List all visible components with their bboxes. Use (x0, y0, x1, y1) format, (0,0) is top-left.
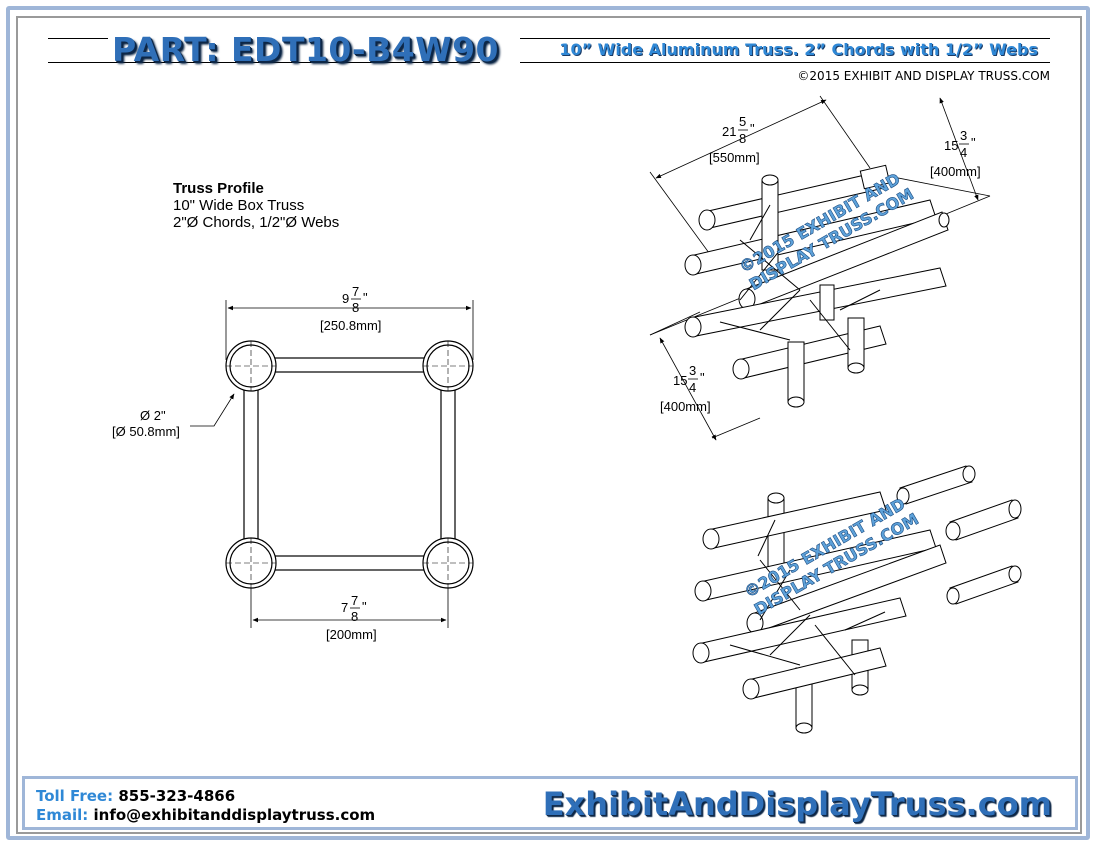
bottom-dim-den: 8 (351, 609, 358, 624)
truss-profile-text: Truss Profile 10" Wide Box Truss 2"Ø Cho… (173, 180, 339, 231)
iso-exploded-chords (692, 491, 947, 700)
profile-web-top (249, 357, 449, 373)
iso-dim-a-whole: 21 (722, 124, 736, 139)
header-rule-left (48, 38, 108, 39)
profile-chord-bl (225, 537, 277, 589)
iso-dim-b-mm: [400mm] (930, 164, 981, 179)
bottom-dim-num: 7 (351, 593, 358, 608)
footer-website-link[interactable]: ExhibitAndDisplayTruss.com (542, 785, 1052, 823)
iso-dim-b-inch: " (971, 135, 976, 150)
iso-dim-a-mm: [550mm] (709, 150, 760, 165)
iso-assembled-drawing (649, 95, 991, 441)
chord-diameter-mm: [Ø 50.8mm] (112, 424, 180, 439)
header-rule-left-lower (48, 62, 480, 63)
copyright-notice: ©2015 EXHIBIT AND DISPLAY TRUSS.COM (797, 69, 1050, 83)
truss-profile-line2: 2"Ø Chords, 1/2"Ø Webs (173, 214, 340, 231)
iso-dim-c-inch: " (700, 370, 705, 385)
truss-profile-line1: 10" Wide Box Truss (173, 197, 305, 214)
iso-exploded-spigot-middle (945, 499, 1022, 541)
header-rule-right-lower (520, 62, 1050, 63)
header-rule-right (520, 38, 1050, 39)
iso-chord-front-upper (684, 199, 950, 310)
iso-dim-b-whole: 15 (944, 138, 958, 153)
top-dim-inch: " (363, 290, 368, 305)
profile-chord-br (422, 537, 474, 589)
chord-diameter: Ø 2" (140, 408, 166, 423)
iso-dim-b-den: 4 (960, 145, 967, 160)
footer-box (22, 776, 1078, 830)
top-dim-num: 7 (352, 284, 359, 299)
profile-dimension-top (225, 300, 474, 360)
toll-free-value[interactable]: 855-323-4866 (118, 787, 236, 805)
iso-dim-b-num: 3 (960, 128, 967, 143)
profile-chord-tl (225, 340, 277, 392)
footer-toll-free: Toll Free: 855-323-4866 (36, 787, 235, 805)
top-dim-mm: [250.8mm] (320, 318, 381, 333)
truss-profile-drawing (225, 340, 474, 589)
profile-dimension-bottom (250, 588, 449, 628)
truss-profile-heading: Truss Profile (173, 180, 264, 197)
outer-frame (6, 6, 1090, 840)
toll-free-label: Toll Free: (36, 787, 114, 805)
iso-chord-back-upper (698, 164, 891, 231)
iso-dim-c-mm: [400mm] (660, 399, 711, 414)
part-title: PART: EDT10-B4W90 (112, 30, 500, 69)
iso-webs (719, 204, 881, 351)
iso-dim-a-inch: " (750, 121, 755, 136)
profile-chord-tr (422, 340, 474, 392)
inner-frame (16, 16, 1082, 834)
iso-exploded-drawing (692, 465, 1022, 734)
email-label: Email: (36, 806, 89, 824)
iso-dim-c-num: 3 (689, 363, 696, 378)
part-subtitle: 10” Wide Aluminum Truss. 2” Chords with … (559, 40, 1038, 59)
iso-vertical-legs (761, 174, 865, 408)
iso-exploded-spigot-bottom (946, 565, 1022, 605)
profile-web-bottom (249, 555, 449, 571)
iso-dim-a-den: 8 (739, 131, 746, 146)
iso-dim-c-whole: 15 (673, 373, 687, 388)
profile-web-left (243, 367, 259, 565)
bottom-dim-mm: [200mm] (326, 627, 377, 642)
iso-exploded-webs (729, 519, 886, 676)
iso-dim-c-den: 4 (689, 380, 696, 395)
top-dim-whole: 9 (342, 291, 349, 306)
profile-web-right (440, 367, 456, 565)
bottom-dim-inch: " (362, 599, 367, 614)
iso-exploded-spigot-top (896, 465, 976, 505)
email-value[interactable]: info@exhibitanddisplaytruss.com (93, 806, 376, 824)
bottom-dim-whole: 7 (341, 600, 348, 615)
iso-dim-a-num: 5 (739, 114, 746, 129)
top-dim-den: 8 (352, 300, 359, 315)
footer-email: Email: info@exhibitanddisplaytruss.com (36, 806, 375, 824)
chord-diameter-leader (190, 393, 235, 427)
